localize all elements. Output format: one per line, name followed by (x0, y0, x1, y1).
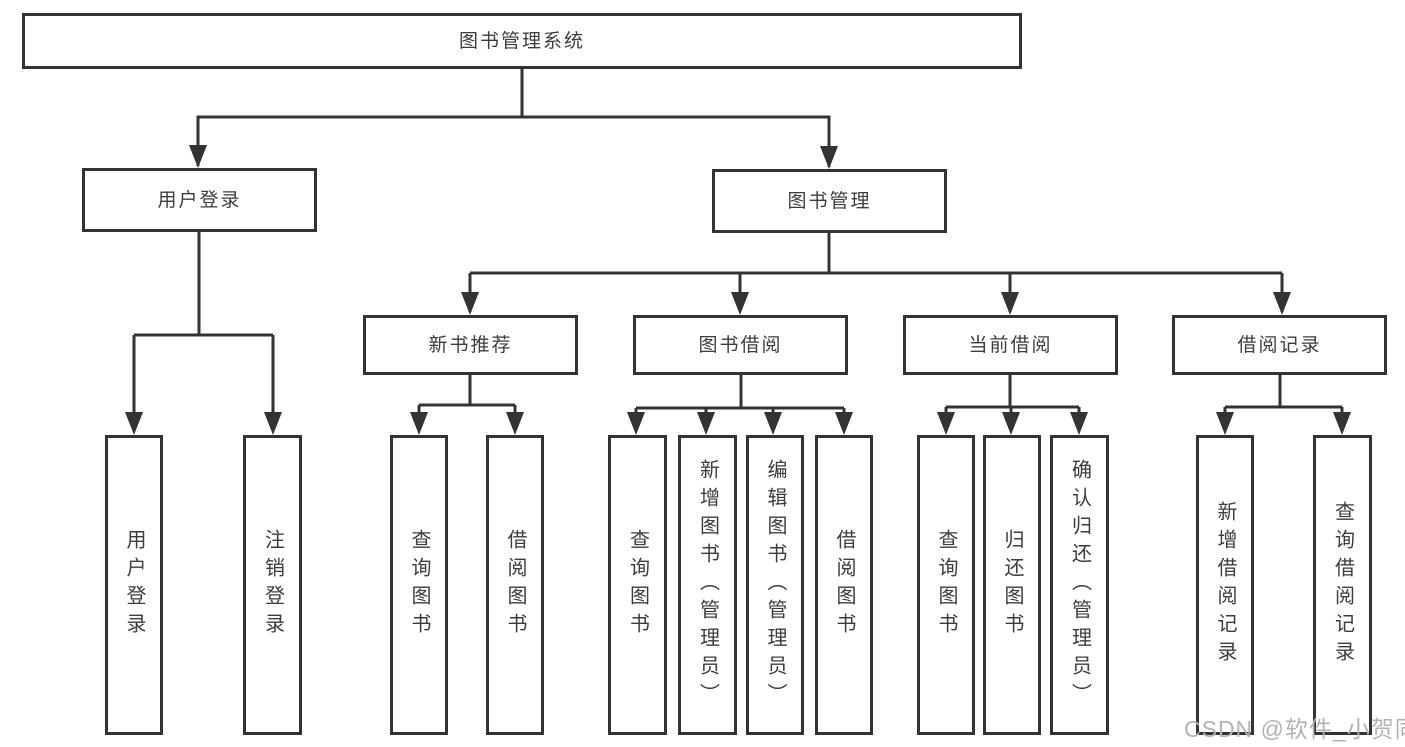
node-leaf-borrow-add-admin: 新增图书（管理员） (678, 435, 737, 735)
node-book-management: 图书管理 (712, 169, 947, 233)
node-user-login: 用户登录 (82, 168, 317, 232)
node-leaf-records-add: 新增借阅记录 (1196, 435, 1254, 735)
node-leaf-current-confirm-admin: 确认归还（管理员） (1050, 435, 1109, 735)
node-leaf-current-return: 归还图书 (983, 435, 1041, 735)
csdn-watermark: CSDN @软件_小贺同学 (1184, 716, 1405, 742)
node-book-borrow: 图书借阅 (633, 315, 848, 375)
node-leaf-borrow-query: 查询图书 (608, 435, 667, 735)
node-leaf-newbooks-query: 查询图书 (390, 435, 448, 735)
node-leaf-records-query: 查询借阅记录 (1313, 435, 1372, 735)
node-leaf-current-query: 查询图书 (917, 435, 975, 735)
node-root: 图书管理系统 (22, 13, 1022, 69)
node-current-borrow: 当前借阅 (903, 315, 1118, 375)
node-leaf-borrow-book: 借阅图书 (815, 435, 873, 735)
node-leaf-user-login: 用户登录 (105, 435, 163, 735)
node-borrow-records: 借阅记录 (1172, 315, 1387, 375)
arrowheads (125, 145, 1351, 435)
node-new-books: 新书推荐 (363, 315, 578, 375)
node-leaf-borrow-edit-admin: 编辑图书（管理员） (746, 435, 804, 735)
node-leaf-logout: 注销登录 (243, 435, 302, 735)
node-leaf-newbooks-borrow: 借阅图书 (486, 435, 544, 735)
